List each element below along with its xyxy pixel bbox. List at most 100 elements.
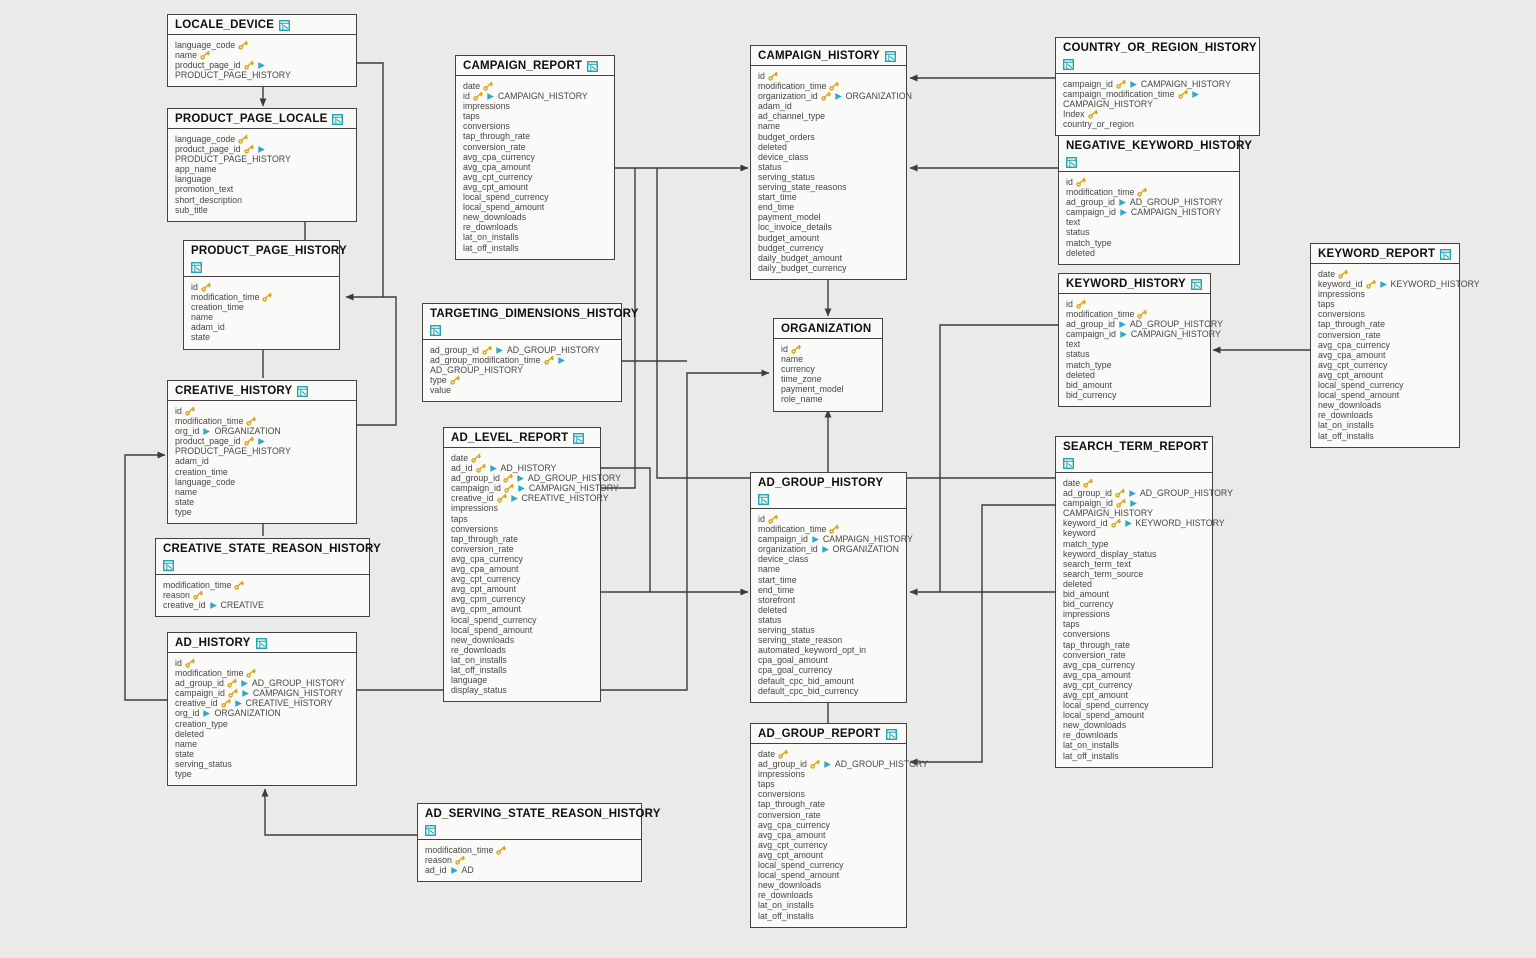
referenced-table-name: CREATIVE [220, 600, 264, 611]
foreign-key-arrow-icon [209, 601, 217, 609]
foreign-key-arrow-icon [821, 545, 829, 553]
field-row: state [191, 332, 332, 342]
table-header-product_page_locale: PRODUCT_PAGE_LOCALE [168, 109, 356, 129]
relationship-line-keyword_history-to-ad_group_history-merge [939, 324, 1058, 592]
field-row: lat_off_installs [1318, 431, 1452, 441]
field-row: device_class [758, 152, 899, 162]
field-row: reason [425, 855, 634, 865]
field-name: taps [463, 111, 480, 122]
primary-key-icon [1137, 187, 1148, 197]
field-row: name [175, 487, 349, 497]
field-row: text [1066, 217, 1232, 227]
field-row: impressions [463, 101, 607, 111]
field-name: currency [781, 364, 815, 375]
foreign-key-arrow-icon [203, 710, 211, 717]
field-name: lat_on_installs [1318, 420, 1374, 431]
field-name: avg_cpm_currency [451, 594, 526, 605]
field-name: start_time [758, 574, 797, 585]
field-name: local_spend_amount [463, 202, 545, 213]
foreign-key-arrow-icon [824, 760, 831, 768]
field-row: default_cpc_bid_amount [758, 676, 899, 686]
foreign-key-arrow-icon [257, 145, 265, 153]
primary-key-icon [243, 61, 254, 70]
field-row: lat_off_installs [463, 243, 607, 253]
field-name: local_spend_currency [451, 614, 537, 625]
table-icon [1063, 59, 1074, 70]
field-name: deleted [175, 728, 204, 739]
primary-key-icon [1110, 519, 1121, 529]
field-name: impressions [451, 503, 498, 514]
field-row: state [175, 749, 349, 759]
field-name: avg_cpt_amount [1318, 369, 1384, 380]
field-name: campaign_id [451, 483, 501, 494]
field-row: modification_time [175, 668, 349, 678]
field-row: conversion_rate [1318, 330, 1452, 340]
field-row: modification_time [1066, 187, 1232, 197]
table-icon [758, 494, 769, 505]
field-name: date [758, 749, 776, 759]
field-name: status [1066, 227, 1090, 238]
field-row: bid_currency [1063, 599, 1205, 609]
field-row: avg_cpa_amount [1318, 350, 1452, 360]
field-row: local_spend_amount [451, 625, 593, 635]
field-name: deleted [1066, 369, 1095, 380]
field-name: creative_id [175, 698, 218, 709]
field-row: conversions [1063, 629, 1205, 639]
primary-key-icon [810, 759, 820, 769]
field-row: avg_cpt_amount [1318, 370, 1452, 380]
field-name: PRODUCT_PAGE_HISTORY [175, 446, 291, 457]
primary-key-icon [768, 71, 778, 81]
table-header-ad_level_report: AD_LEVEL_REPORT [444, 428, 600, 448]
field-name: new_downloads [451, 634, 515, 645]
field-name: conversions [758, 789, 805, 800]
field-name: default_cpc_bid_currency [758, 685, 859, 696]
field-name: id [758, 514, 765, 524]
field-row: avg_cpm_amount [451, 604, 593, 614]
field-name: impressions [463, 101, 510, 112]
field-name: modification_time [175, 416, 244, 427]
field-name: budget_currency [758, 242, 824, 253]
field-name: lat_on_installs [758, 900, 814, 911]
field-row: avg_cpt_currency [1063, 680, 1205, 690]
referenced-table-name: CAMPAIGN_HISTORY [497, 91, 588, 102]
field-row: creation_type [175, 719, 349, 729]
field-name: campaign_id [1066, 329, 1116, 340]
table-icon [885, 728, 897, 740]
field-row: sub_title [175, 205, 349, 215]
table-header-keyword_report: KEYWORD_REPORT [1311, 244, 1459, 264]
field-row: date [758, 749, 899, 759]
field-name: budget_amount [758, 232, 820, 243]
field-row: local_spend_currency [1318, 380, 1452, 390]
field-row: avg_cpa_currency [451, 554, 593, 564]
primary-key-icon [1116, 79, 1126, 89]
primary-key-icon [1076, 177, 1086, 187]
field-name: deleted [1066, 247, 1095, 258]
field-row: lat_on_installs [1063, 740, 1205, 750]
